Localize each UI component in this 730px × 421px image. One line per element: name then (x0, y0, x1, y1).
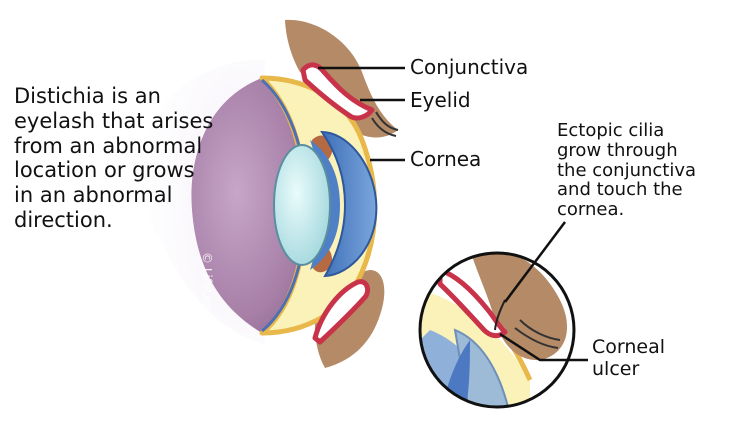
label-corneal-ulcer: Corneal ulcer (592, 336, 666, 381)
description-line: in an abnormal (14, 183, 173, 208)
label-cornea: Cornea (410, 147, 482, 171)
watermark: © LifeLearn Inc. (200, 252, 214, 349)
ectopic-line: and touch the (557, 179, 683, 201)
label-eyelid: Eyelid (410, 88, 471, 112)
leader-ulcer (499, 332, 588, 362)
distichia-description: Distichia is an eyelash that arises from… (14, 84, 213, 233)
ulcer-line: Corneal (592, 336, 666, 358)
description-line: eyelash that arises (14, 108, 214, 133)
ectopic-line: Ectopic cilia (557, 120, 665, 141)
upper-lash-2 (371, 117, 397, 137)
description-line: direction. (14, 207, 113, 232)
description-line: from an abnormal (14, 133, 203, 158)
iris-shape (320, 130, 378, 278)
upper-lash-1 (375, 111, 399, 131)
eye-globe (191, 78, 322, 333)
description-line: Distichia is an (14, 84, 161, 108)
leader-ectopic (504, 221, 566, 303)
ectopic-line: cornea. (557, 199, 625, 221)
conjunctiva-lower (312, 279, 371, 345)
description-line: location or grows (14, 158, 195, 183)
ectopic-line: grow through (557, 139, 678, 161)
zoom-inset (418, 251, 576, 409)
ulcer-line: ulcer (592, 357, 640, 380)
ectopic-cilia-note: Ectopic cilia grow through the conjuncti… (557, 121, 696, 220)
label-conjunctiva: Conjunctiva (410, 55, 529, 79)
ectopic-line: the conjunctiva (557, 159, 697, 181)
lens-shape (273, 144, 331, 266)
